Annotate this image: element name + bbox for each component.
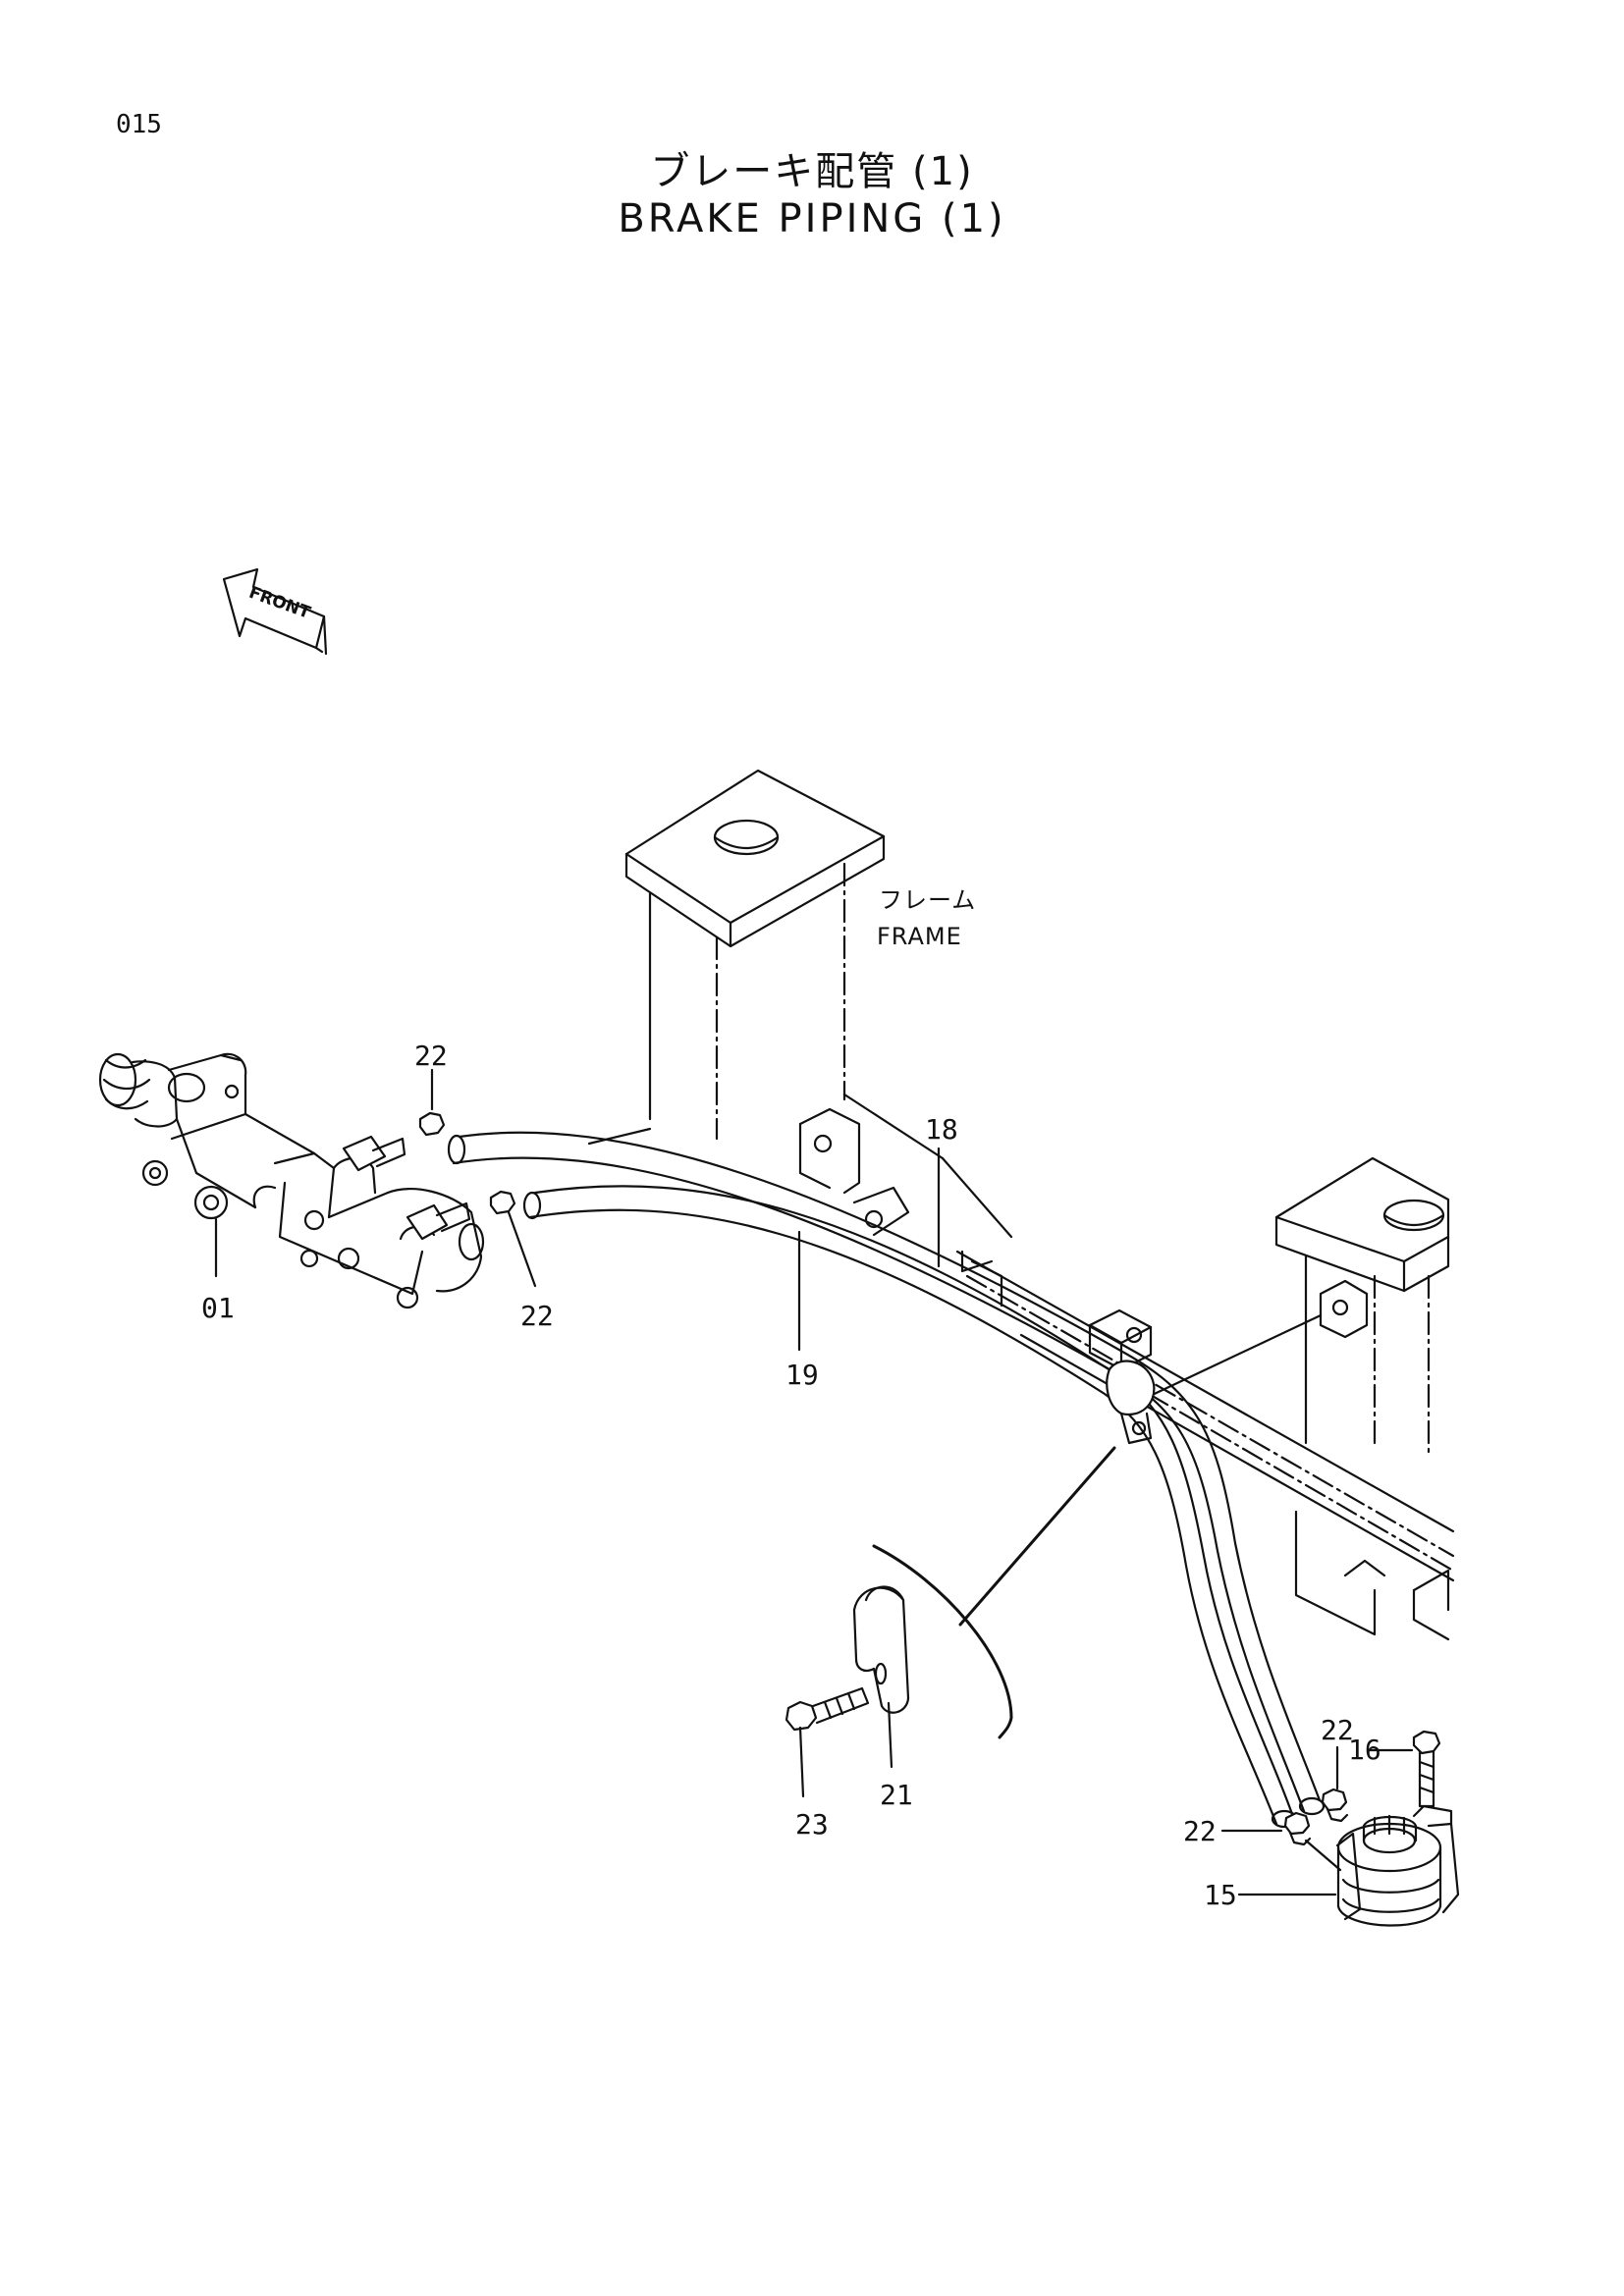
page-title-jp: ブレーキ配管 (1) — [650, 149, 974, 194]
callout-23: 23 — [795, 1808, 829, 1841]
frame-cross-member — [955, 1250, 1455, 1641]
frame-label-jp: フレーム — [879, 886, 976, 914]
page-number: 015 — [116, 110, 162, 139]
pipe-support-block — [1088, 1308, 1153, 1371]
callout-22-res-b: 22 — [1183, 1815, 1217, 1847]
frame-post-left — [587, 769, 1013, 1239]
clamp-part-21 — [852, 1585, 910, 1769]
callout-22-res-a: 22 — [1321, 1714, 1354, 1746]
master-cylinder — [98, 1052, 485, 1309]
callout-22-upper: 22 — [414, 1040, 448, 1072]
front-arrow-icon — [222, 567, 328, 656]
union-fitting-res-b — [1283, 1811, 1342, 1872]
page-title-en: BRAKE PIPING (1) — [618, 196, 1006, 241]
union-fitting-mid — [489, 1190, 537, 1288]
clamp-detail-leader — [872, 1446, 1116, 1739]
callout-16: 16 — [1348, 1734, 1381, 1766]
union-fitting-res-a — [1321, 1788, 1349, 1823]
callout-22-mid: 22 — [520, 1300, 554, 1332]
callout-21: 21 — [880, 1779, 913, 1811]
frame-bracket — [798, 1107, 910, 1237]
callout-18: 18 — [925, 1113, 958, 1146]
callout-01: 01 — [201, 1292, 235, 1324]
callout-15: 15 — [1204, 1879, 1237, 1911]
brake-pipe-19 — [522, 1185, 1298, 1829]
union-fitting-upper — [418, 1068, 446, 1137]
reservoir-tank — [1335, 1804, 1460, 1927]
bolt-16 — [1412, 1730, 1441, 1808]
frame-post-right — [1142, 1156, 1450, 1455]
callout-leaders — [797, 1147, 1414, 1896]
frame-label-en: FRAME — [877, 923, 962, 950]
pipe-clamp-installed — [1106, 1360, 1156, 1445]
callout-19: 19 — [785, 1359, 819, 1391]
bolt-23 — [785, 1686, 870, 1798]
